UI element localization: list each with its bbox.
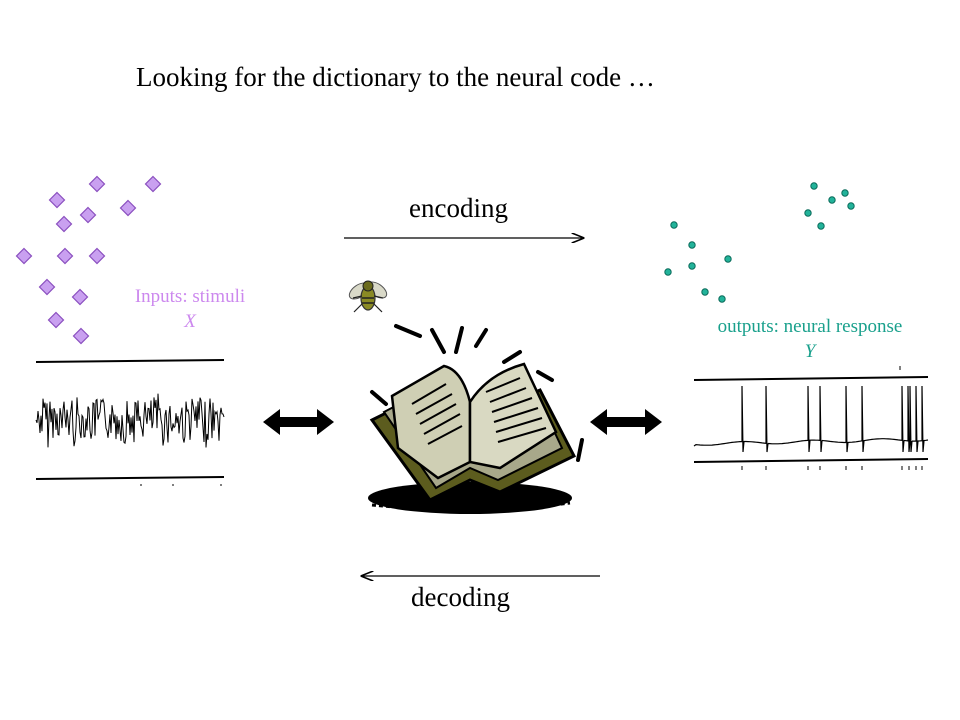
- response-dots: [664, 182, 855, 303]
- response-dot: [810, 182, 818, 190]
- response-dot: [828, 196, 836, 204]
- stimulus-diamond: [144, 175, 162, 193]
- outputs-variable: Y: [804, 341, 816, 362]
- stimulus-diamond: [47, 311, 65, 329]
- double-arrow-left: [263, 409, 334, 435]
- stimulus-diamond: [71, 288, 89, 306]
- response-dot: [718, 295, 726, 303]
- inputs-variable: X: [184, 311, 196, 332]
- double-arrow-right: [590, 409, 662, 435]
- response-dot: [841, 189, 849, 197]
- response-dot: [817, 222, 825, 230]
- stimulus-diamond: [55, 215, 73, 233]
- response-dot: [701, 288, 709, 296]
- response-dot: [688, 241, 696, 249]
- slide-title: Looking for the dictionary to the neural…: [136, 62, 655, 92]
- stimulus-diamond: [15, 247, 33, 265]
- stimulus-diamond: [56, 247, 74, 265]
- response-dot: [664, 268, 672, 276]
- response-dot: [804, 209, 812, 217]
- outputs-label-text: outputs: neural response: [717, 316, 903, 337]
- response-dot: [847, 202, 855, 210]
- inputs-label: Inputs: stimuli X: [100, 284, 280, 334]
- stimulus-diamond: [88, 247, 106, 265]
- decoding-label: decoding: [411, 582, 510, 612]
- stimulus-trace: [35, 359, 225, 486]
- response-dot: [724, 255, 732, 263]
- stimulus-diamond: [88, 175, 106, 193]
- encoding-label: encoding: [409, 193, 508, 223]
- open-book-icon: [368, 324, 584, 514]
- outputs-label: outputs: neural response Y: [676, 314, 944, 364]
- spike-trace: [693, 366, 929, 470]
- stimulus-diamond: [48, 191, 66, 209]
- response-dot: [670, 221, 678, 229]
- stimulus-diamond: [79, 206, 97, 224]
- stimulus-diamond: [119, 199, 137, 217]
- stimulus-diamonds: [15, 175, 162, 345]
- response-dot: [688, 262, 696, 270]
- stimulus-diamond: [38, 278, 56, 296]
- fly-icon: [348, 280, 388, 313]
- inputs-label-text: Inputs: stimuli: [134, 286, 246, 307]
- stimulus-diamond: [72, 327, 90, 345]
